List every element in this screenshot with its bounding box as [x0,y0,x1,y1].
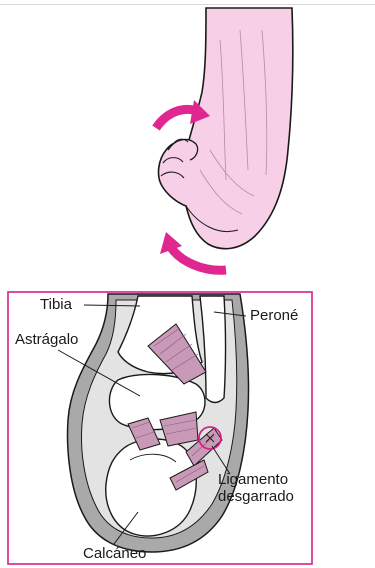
label-calcaneo: Calcáneo [83,545,146,562]
label-desgarrado: desgarrado [218,488,294,505]
calcaneus-bone [106,439,197,536]
label-tibia: Tibia [40,296,72,313]
label-ligamento: Ligamento [218,471,288,488]
label-astragalo: Astrágalo [15,331,78,348]
label-perone: Peroné [250,307,298,324]
